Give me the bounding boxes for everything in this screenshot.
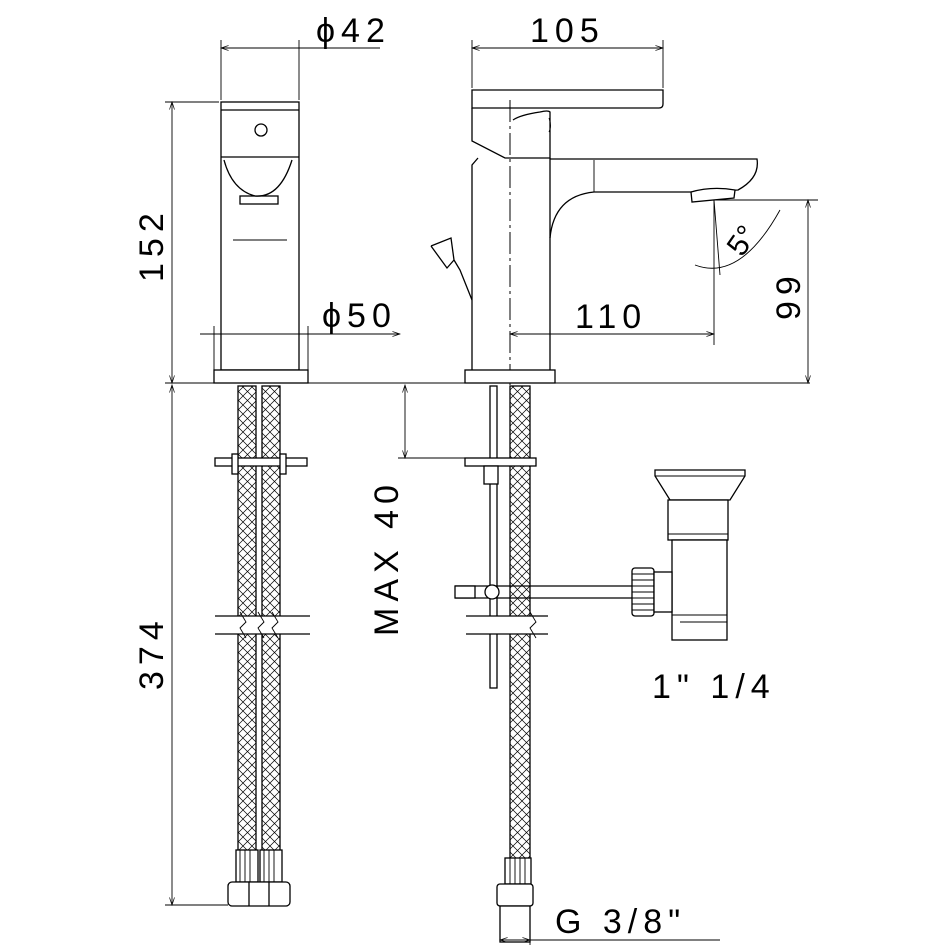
- dim-lever-length: 105: [530, 12, 605, 50]
- indicator-dot-icon: [254, 123, 268, 137]
- front-dimensions: ϕ42 152 374 ϕ50: [133, 12, 810, 905]
- side-mount-plate: [464, 457, 537, 467]
- front-body: [220, 101, 300, 371]
- side-view: [430, 89, 759, 943]
- front-mount-plate: [214, 457, 308, 467]
- front-base: [213, 369, 309, 384]
- dim-hose-length: 374: [133, 615, 171, 690]
- dim-spout-reach: 110: [575, 298, 647, 336]
- drain-size-label: 1" 1/4: [652, 668, 776, 706]
- dim-max-thickness: MAX 40: [368, 479, 406, 636]
- dim-spout-angle: 5°: [721, 220, 764, 262]
- dim-body-height: 152: [133, 207, 171, 282]
- dim-connection: G 3/8": [555, 903, 686, 941]
- front-view: [212, 101, 312, 907]
- aerator: [690, 187, 736, 203]
- dim-spout-height: 99: [770, 270, 808, 320]
- dim-base-diameter: ϕ50: [322, 297, 397, 335]
- dim-top-diameter: ϕ42: [316, 12, 391, 50]
- shank: [489, 385, 498, 689]
- drain-waste: 1" 1/4: [631, 469, 776, 706]
- angle-arc: [694, 209, 781, 269]
- pop-up-rod-knob: [430, 237, 473, 301]
- side-dimensions: 105 99 5° 110 MAX 40 G 3/8": [368, 12, 818, 945]
- front-handle: [221, 156, 299, 197]
- side-base: [464, 369, 556, 384]
- lever: [471, 89, 664, 109]
